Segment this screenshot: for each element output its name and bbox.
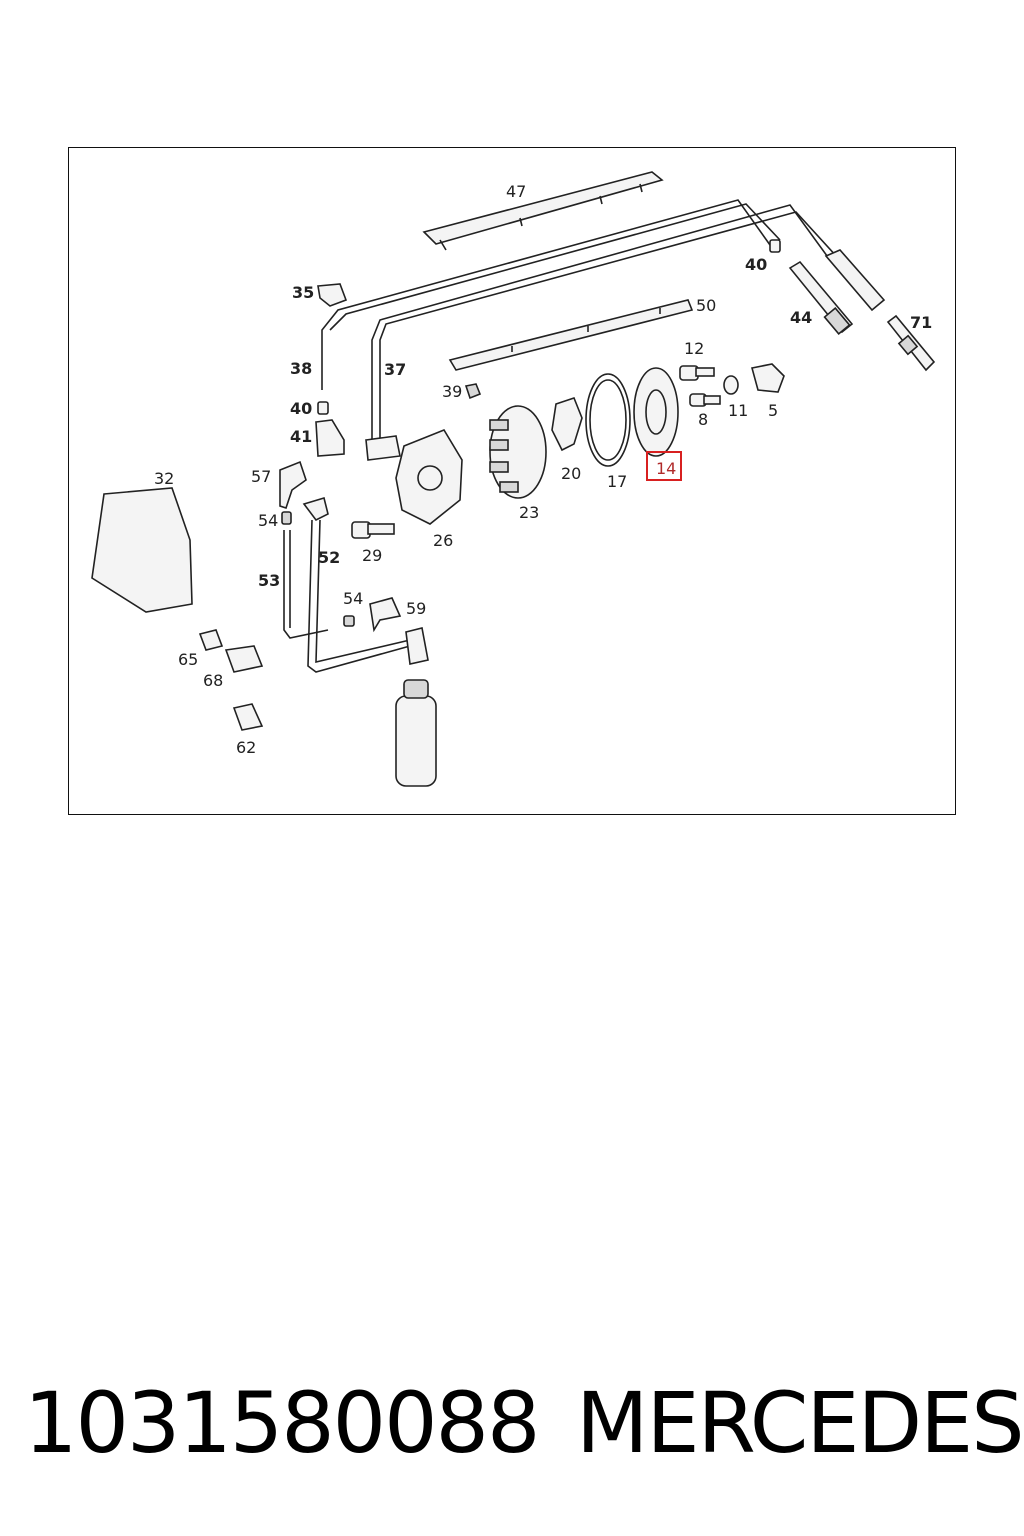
- label-11: 11: [728, 401, 748, 420]
- label-14: 14: [656, 459, 676, 478]
- part-5-cap: [751, 363, 785, 393]
- part-41-boot: [315, 419, 345, 457]
- part-50-strip: [448, 299, 694, 371]
- label-50: 50: [696, 296, 716, 315]
- label-53: 53: [258, 571, 280, 590]
- part-54-connector-upper: [281, 511, 292, 525]
- label-47: 47: [506, 182, 526, 201]
- label-12: 12: [684, 339, 704, 358]
- part-29-bolt: [351, 521, 395, 539]
- label-57: 57: [251, 467, 271, 486]
- ignition-lead-upper: [321, 199, 839, 440]
- label-20: 20: [561, 464, 581, 483]
- label-26: 26: [433, 531, 453, 550]
- label-52: 52: [318, 548, 340, 567]
- spark-plug-boot: [824, 249, 886, 312]
- label-37: 37: [384, 360, 406, 379]
- part-37-boot: [365, 435, 401, 461]
- part-47-strip: [422, 171, 664, 251]
- highlight-box-14: [646, 451, 682, 481]
- part-8-screw: [689, 393, 721, 407]
- label-17: 17: [607, 472, 627, 491]
- part-44-plug-connector: [788, 260, 854, 336]
- part-71-spark-plug: [886, 314, 936, 372]
- label-68: 68: [203, 671, 223, 690]
- label-40-top: 40: [745, 255, 767, 274]
- label-44: 44: [790, 308, 812, 327]
- part-57-boot: [279, 460, 307, 510]
- label-54-upper: 54: [258, 511, 278, 530]
- ignition-coil: [395, 627, 437, 787]
- part-35-clip: [317, 283, 348, 307]
- part-23-distributor-cap: [489, 405, 547, 499]
- part-62-clip: [232, 703, 264, 731]
- part-54-connector-lower: [343, 615, 355, 627]
- label-54-lower: 54: [343, 589, 363, 608]
- label-8: 8: [698, 410, 708, 429]
- part-39-nut: [464, 383, 482, 400]
- part-40-connector: [769, 239, 781, 253]
- part-number: 1031580088: [24, 1374, 540, 1472]
- part-65-clip: [198, 629, 224, 651]
- label-5: 5: [768, 401, 778, 420]
- part-11-washer: [723, 375, 739, 395]
- part-12-screw: [679, 365, 715, 381]
- part-26-distributor: [395, 429, 463, 525]
- part-68-clamp: [224, 645, 264, 673]
- label-32: 32: [154, 469, 174, 488]
- label-59: 59: [406, 599, 426, 618]
- part-32-cover: [91, 487, 193, 613]
- label-23: 23: [519, 503, 539, 522]
- part-17-seal-ring: [585, 373, 631, 467]
- label-40-mid: 40: [290, 399, 312, 418]
- part-59-boot: [369, 597, 402, 633]
- label-35: 35: [292, 283, 314, 302]
- label-65: 65: [178, 650, 198, 669]
- label-38: 38: [290, 359, 312, 378]
- footer-caption: 1031580088 MERCEDES: [24, 1368, 1024, 1478]
- label-41: 41: [290, 427, 312, 446]
- label-29: 29: [362, 546, 382, 565]
- part-52-boot: [302, 496, 329, 522]
- part-14-dust-shield: [633, 367, 679, 457]
- part-40-small: [317, 401, 329, 415]
- brand-name: MERCEDES: [576, 1374, 1024, 1472]
- part-20-rotor: [551, 397, 583, 452]
- label-39: 39: [442, 382, 462, 401]
- label-71: 71: [910, 313, 932, 332]
- label-62: 62: [236, 738, 256, 757]
